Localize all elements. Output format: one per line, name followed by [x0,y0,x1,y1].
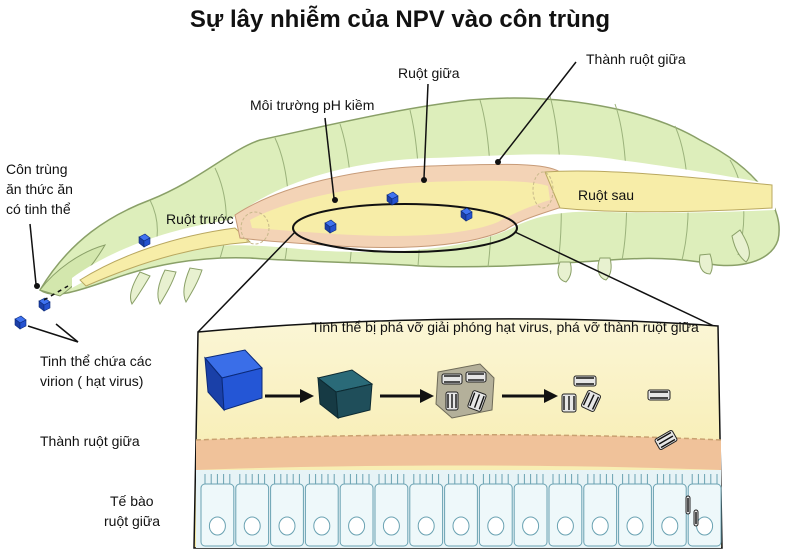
virion-bundle [441,373,463,385]
label-midgut: Ruột giữa [398,65,460,81]
midgut-cell [478,474,513,547]
crystal-cube [14,315,27,330]
midgut-cell [444,474,478,547]
midgut-cell [235,474,270,547]
virion-bundle [647,389,671,401]
body-crystals [14,191,473,330]
virion-bundles [441,371,699,527]
midgut-cell [548,474,583,547]
cell-nucleus [243,516,261,536]
cell-nucleus [626,516,644,536]
label-foregut: Ruột trước [166,211,234,227]
virion-bundle [685,495,691,515]
virion-bundle [654,430,678,450]
midgut-cell [513,474,548,547]
cell-nucleus [313,516,331,536]
cell-nucleus [487,516,505,536]
cell-nucleus [696,516,714,536]
cell-nucleus [556,516,574,536]
cell-nucleus [278,516,296,536]
cell-nucleus [208,516,226,536]
label-hindgut: Ruột sau [578,187,635,203]
label-midgut-wall-bottom: Thành ruột giữa [40,433,140,449]
cell-nucleus [591,516,609,536]
cell-nucleus [452,516,470,536]
cell-nucleus [382,516,400,536]
gut [72,154,775,288]
virion-bundle [581,390,601,412]
midgut-cell [374,474,409,547]
leader-lines [27,61,577,343]
label-midgut-wall-top: Thành ruột giữa [586,51,686,67]
arrow-2 [380,389,434,403]
crystal-cube [138,233,151,248]
arrow-1 [265,389,314,403]
virion-bundle [573,375,597,387]
virion-bundle [561,393,577,413]
midgut-cell [583,474,618,547]
process-caption: Tinh thể bị phá vỡ giải phóng hạt virus,… [311,319,699,335]
crystal-cube [386,191,399,206]
crystal-cube [460,207,473,222]
zoom-indicator [197,203,719,333]
midgut-cell [270,474,304,547]
virion-bundle [445,391,459,411]
crystal-cube [38,297,51,312]
crystal-cube [324,219,337,234]
cell-nucleus [348,516,366,536]
label-insect-eats-line1: Côn trùng [6,161,68,177]
label-crystals-line2: virion ( hạt virus) [40,373,144,389]
midgut-cells-layer [200,474,722,547]
cell-nucleus [417,516,435,536]
midgut-cell [687,474,722,547]
label-midgut-cells-line2: ruột giữa [104,513,161,529]
cell-nucleus [661,516,679,536]
dissolving-crystal [316,369,374,420]
midgut-cell [409,474,444,547]
midgut-cell [200,474,235,547]
label-insect-eats-line3: có tinh thể [6,201,71,217]
arrow-3 [502,389,558,403]
label-insect-eats-line2: ăn thức ăn [6,181,73,197]
virion-bundle [693,509,699,527]
midgut-cell [304,474,339,547]
midgut-cell [618,474,652,547]
label-midgut-cells-line1: Tế bào [110,493,154,509]
diagram-title: Sự lây nhiễm của NPV vào côn trùng [189,6,611,33]
midgut-cell [339,474,374,547]
label-alkaline-ph: Môi trường pH kiềm [250,97,375,113]
label-crystals-line1: Tinh thể chứa các [40,353,152,369]
cell-nucleus [522,516,540,536]
virion-bundle [465,371,487,383]
virion-bundle [467,390,487,412]
midgut-cell [652,474,687,547]
intact-crystal [204,349,263,412]
